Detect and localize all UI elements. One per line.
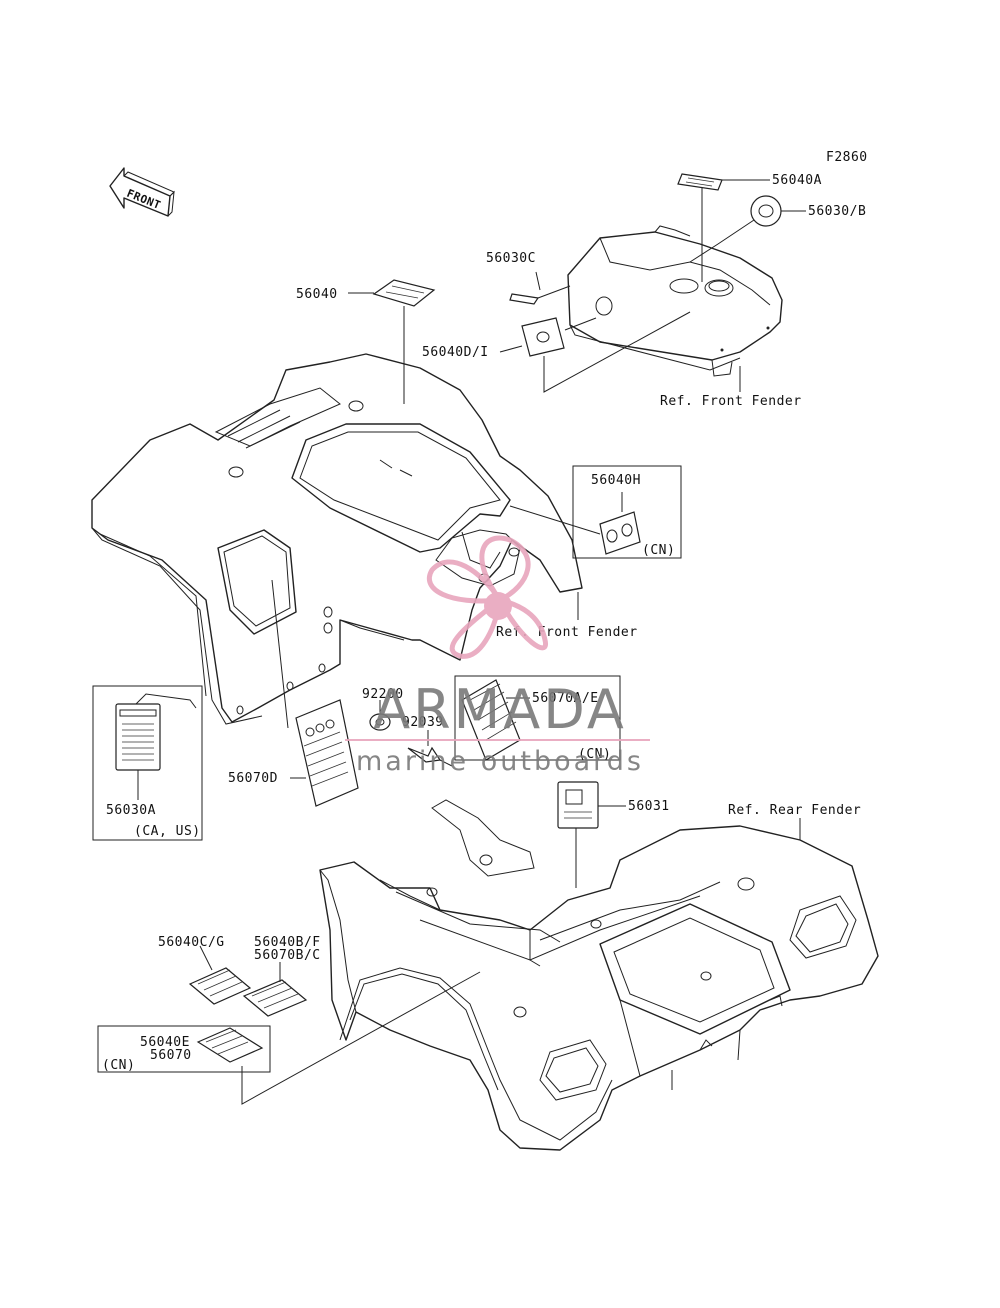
label-56040: 56040 xyxy=(296,287,338,302)
label-56040e: 56040E xyxy=(140,1035,190,1050)
label-56040bf: 56040B/F xyxy=(254,935,321,950)
ref-front-fender-mid: Ref. Front Fender xyxy=(496,625,638,640)
decal-56070d: 56070D xyxy=(228,579,359,807)
watermark-tagline: marine outboards xyxy=(356,746,644,777)
label-56070: 56070 xyxy=(150,1048,192,1063)
decal-56031: 56031 xyxy=(557,781,670,888)
decal-56040h: 56040H (CN) xyxy=(509,465,682,559)
label-56030a: 56030A xyxy=(106,803,156,818)
front-arrow-icon: FRONT xyxy=(109,167,175,217)
figure-code: F2860 xyxy=(826,150,868,165)
note-56040h: (CN) xyxy=(642,543,675,558)
front-fender-top-drawing xyxy=(567,225,783,377)
label-92200: 92200 xyxy=(362,687,404,702)
ref-rear-fender: Ref. Rear Fender xyxy=(728,803,861,818)
label-92039: 92039 xyxy=(402,715,444,730)
label-56040h: 56040H xyxy=(591,473,641,488)
decal-56040di: 56040D/I xyxy=(422,311,691,393)
propeller-logo-icon xyxy=(426,535,549,659)
pin-92039: 92039 xyxy=(402,715,453,767)
note-56070ae: (CN) xyxy=(578,747,611,762)
label-56030c: 56030C xyxy=(486,251,536,266)
label-56030b: 56030/B xyxy=(808,204,866,219)
label-56070bc: 56070B/C xyxy=(254,948,321,963)
watermark: ARMADA marine outboards xyxy=(345,535,650,777)
label-56070ae: 56070A/E xyxy=(532,691,599,706)
decal-56030c: 56030C xyxy=(486,251,571,305)
note-56040e: (CN) xyxy=(102,1058,135,1073)
label-56031: 56031 xyxy=(628,799,670,814)
decal-56040e: 56040E 56070 (CN) xyxy=(97,971,481,1105)
decal-56030a: 56030A (CA, US) xyxy=(92,685,203,841)
note-56030a: (CA, US) xyxy=(134,824,201,839)
decal-56040a: 56040A xyxy=(677,173,822,282)
washer-92200: 92200 xyxy=(362,687,404,731)
label-56040cg: 56040C/G xyxy=(158,935,225,950)
decal-56040bf: 56040B/F 56070B/C xyxy=(242,935,321,1017)
label-56040a: 56040A xyxy=(772,173,822,188)
decal-56030b: 56030/B xyxy=(689,195,866,263)
watermark-brand: ARMADA xyxy=(373,678,627,741)
decal-56040: 56040 xyxy=(296,279,436,404)
label-56040di: 56040D/I xyxy=(422,345,489,360)
ref-front-fender-top: Ref. Front Fender xyxy=(660,394,802,409)
rear-fender-drawing xyxy=(319,799,879,1151)
front-fender-main-drawing xyxy=(91,353,583,725)
decal-56040cg: 56040C/G xyxy=(158,935,252,1005)
label-56070d: 56070D xyxy=(228,771,278,786)
